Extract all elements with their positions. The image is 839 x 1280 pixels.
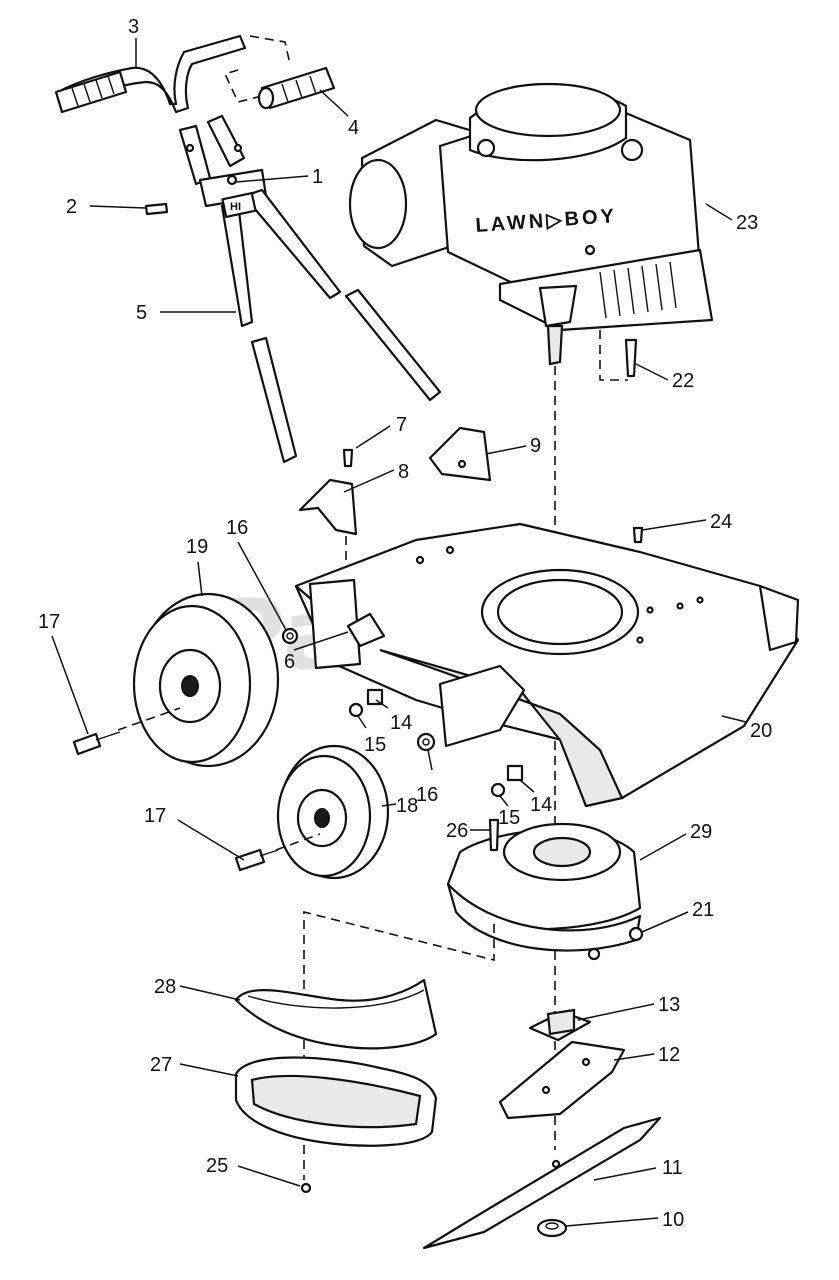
callout-11: 11 (662, 1157, 683, 1179)
callout-2: 2 (66, 196, 77, 218)
part-17-wheel-bolt-front (234, 848, 279, 872)
leader-lines (51, 38, 747, 1227)
part-19-rear-wheel (132, 592, 280, 768)
callout-8: 8 (398, 461, 409, 483)
callout-16-upper: 16 (226, 517, 248, 539)
part-8-bracket (298, 478, 358, 536)
callout-7: 7 (396, 414, 407, 436)
part-21-nut (587, 926, 644, 961)
callout-23: 23 (736, 212, 758, 234)
part-14-square-nut-left (366, 688, 384, 706)
callout-5: 5 (136, 302, 147, 324)
assembly-line-4 (223, 35, 291, 103)
callout-labels: 1 2 3 4 5 6 7 8 9 10 11 12 13 14 15 16 1… (38, 16, 772, 1231)
part-25-screw (300, 1182, 312, 1194)
part-29-baffle-plate (446, 822, 642, 952)
callout-10: 10 (662, 1209, 684, 1231)
part-15-washer-right (490, 782, 506, 798)
part-20-mower-deck (294, 522, 800, 808)
part-23-engine: LAWN▷BOY (348, 82, 714, 366)
assembly-line-bag (303, 910, 495, 1180)
part-14-square-nut-right (506, 764, 524, 782)
callout-29: 29 (690, 821, 712, 843)
callout-20: 20 (750, 720, 772, 742)
part-5-lower-handle: HI (178, 114, 442, 464)
callout-12: 12 (658, 1044, 680, 1066)
callout-4: 4 (348, 117, 359, 139)
callout-6: 6 (284, 651, 295, 673)
callout-18: 18 (396, 795, 418, 817)
assembly-line-22 (599, 330, 628, 381)
part-26-bolt (488, 818, 500, 852)
part-9-bracket (428, 426, 492, 482)
part-7-bolt (342, 448, 354, 468)
callout-1: 1 (312, 166, 323, 188)
part-22-bolt (624, 338, 638, 378)
callout-28: 28 (154, 976, 176, 998)
callout-21: 21 (692, 899, 714, 921)
callout-27: 27 (150, 1054, 172, 1076)
part-2-bolt (144, 202, 169, 216)
part-16-nut-upper (281, 627, 299, 645)
part-10-blade-nut (536, 1218, 568, 1238)
callout-17-upper: 17 (38, 611, 60, 633)
callout-3: 3 (128, 16, 139, 38)
callout-14-right: 14 (530, 794, 552, 816)
part-3-upper-handle (54, 34, 247, 114)
callout-15-left: 15 (364, 734, 386, 756)
part-17-wheel-bolt-rear (72, 731, 121, 756)
callout-13: 13 (658, 994, 680, 1016)
part-24-bolt (632, 526, 644, 544)
callout-22: 22 (672, 370, 694, 392)
callout-17-lower: 17 (144, 805, 166, 827)
callout-26: 26 (446, 820, 468, 842)
callout-24: 24 (710, 511, 732, 533)
part-6-clip (346, 612, 386, 648)
part-11-blade (422, 1116, 662, 1250)
callout-19: 19 (186, 536, 208, 558)
callout-9: 9 (530, 435, 541, 457)
callout-25: 25 (206, 1155, 228, 1177)
part-18-front-wheel (276, 744, 390, 880)
part-27-discharge-chute (234, 1056, 438, 1147)
part-4-hand-grip (257, 66, 336, 110)
part-13-adapter (528, 1008, 592, 1042)
part-16-nut-lower (416, 732, 436, 752)
handle-label: HI (230, 201, 241, 213)
part-28-gasket (234, 978, 438, 1050)
callout-16-lower: 16 (416, 784, 438, 806)
callout-14-left: 14 (390, 712, 412, 734)
part-12-blade-support (498, 1040, 626, 1120)
callout-15-right: 15 (498, 807, 520, 829)
assembly-line-17b (275, 833, 321, 851)
part-15-washer-left (348, 702, 364, 718)
assembly-line-17a (117, 707, 181, 731)
